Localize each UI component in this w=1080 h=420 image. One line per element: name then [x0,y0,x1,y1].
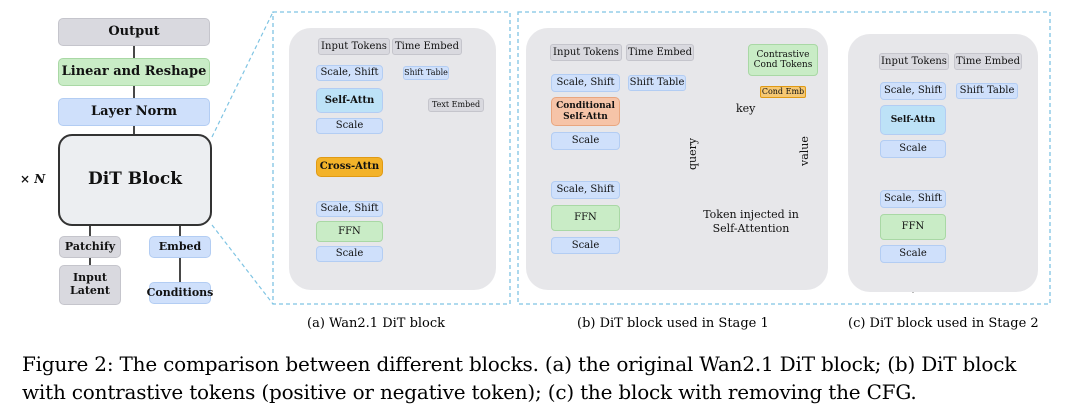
embed-box: Embed [149,236,211,258]
text-embed-box: Text Embed [428,98,484,112]
scale-shift-2-box: Scale, Shift [880,190,946,208]
scale-2-box: Scale [880,245,946,263]
frame-bc [517,11,1051,305]
query-label: query [686,137,699,170]
caption-a: (a) Wan2.1 DiT block [307,316,446,331]
shift-table-box: Shift Table [956,83,1018,99]
contrastive-cond-tokens-box: Contrastive Cond Tokens [748,44,818,76]
scale-shift-1-box: Scale, Shift [880,82,946,100]
patchify-box: Patchify [59,236,121,258]
input-tokens-label: Input Tokens [318,38,390,55]
scale-2-box: Scale [316,246,383,262]
input-tokens-label: Input Tokens [879,53,949,70]
ffn-box: FFN [316,221,383,242]
frame-a [272,11,511,305]
dit-block-box: DiT Block [58,134,212,226]
times-n-label: × N [20,172,46,186]
scale-1-box: Scale [551,132,620,150]
input-latent-box: Input Latent [59,265,121,305]
caption-b: (b) DiT block used in Stage 1 [577,316,769,331]
scale-2-box: Scale [551,237,620,254]
figure: Output Linear and Reshape Layer Norm DiT… [20,11,1051,331]
scale-1-box: Scale [880,140,946,158]
zoom-line-top [211,11,274,138]
conditional-self-attn-box: Conditional Self-Attn [551,97,620,126]
linear-reshape-box: Linear and Reshape [58,58,210,86]
input-tokens-label: Input Tokens [550,44,622,61]
self-attn-box: Self-Attn [316,88,383,113]
cond-emb-box: Cond Emb [760,86,806,98]
token-injected-label: Token injected in Self-Attention [703,208,799,236]
time-embed-label: Time Embed [626,44,694,61]
time-embed-label: Time Embed [954,53,1022,70]
ffn-box: FFN [880,214,946,240]
scale-shift-1-box: Scale, Shift [551,74,620,92]
time-embed-label: Time Embed [392,38,462,55]
scale-shift-2-box: Scale, Shift [316,201,383,217]
scale-shift-1-box: Scale, Shift [316,65,383,81]
key-label: key [736,102,756,115]
figure-caption-line-1: Figure 2: The comparison between differe… [22,352,1017,376]
zoom-line-bottom [211,224,274,305]
figure-caption-line-2: with contrastive tokens (positive or neg… [22,380,917,404]
shift-table-box: Shift Table [628,75,686,91]
conditions-box: Conditions [147,282,213,304]
output-box: Output [58,18,210,46]
shift-table-box: Shift Table [403,66,449,80]
cross-attn-box: Cross-Attn [316,157,383,177]
self-attn-box: Self-Attn [880,105,946,135]
layer-norm-box: Layer Norm [58,98,210,126]
caption-c: (c) DiT block used in Stage 2 [848,316,1039,331]
value-label: value [798,136,811,166]
ffn-box: FFN [551,205,620,231]
scale-1-box: Scale [316,118,383,134]
scale-shift-2-box: Scale, Shift [551,181,620,199]
